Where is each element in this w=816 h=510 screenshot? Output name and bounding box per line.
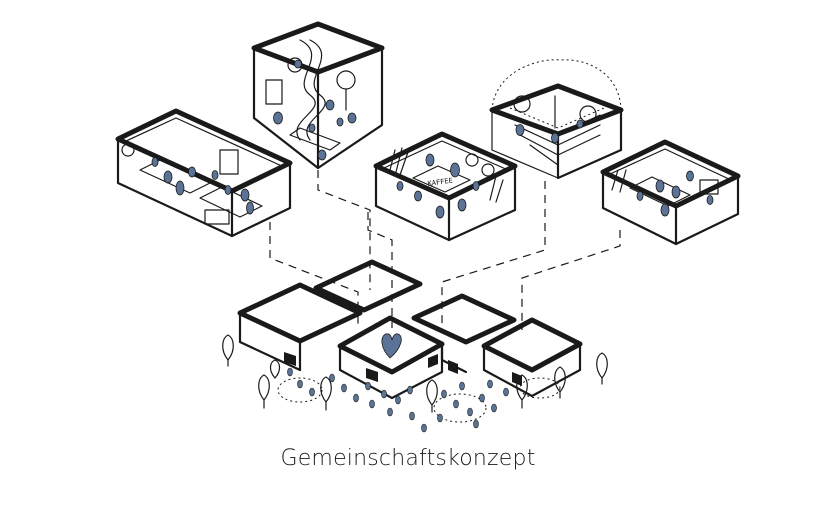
building-cluster xyxy=(237,259,583,400)
garden-pavilion-icon xyxy=(489,59,624,180)
playroom-icon xyxy=(251,21,385,170)
diagram-caption: Gemeinschaftskonzept xyxy=(280,446,536,471)
people-crowd xyxy=(287,367,509,433)
workshop-room-icon xyxy=(600,139,741,246)
garden-circles xyxy=(277,377,561,423)
cafe-room-icon: KAFFEE xyxy=(373,131,518,242)
cafe-sign: KAFFEE xyxy=(427,177,453,188)
heart-icon xyxy=(381,333,402,359)
trees xyxy=(222,334,608,413)
coworking-room-icon xyxy=(115,108,293,238)
